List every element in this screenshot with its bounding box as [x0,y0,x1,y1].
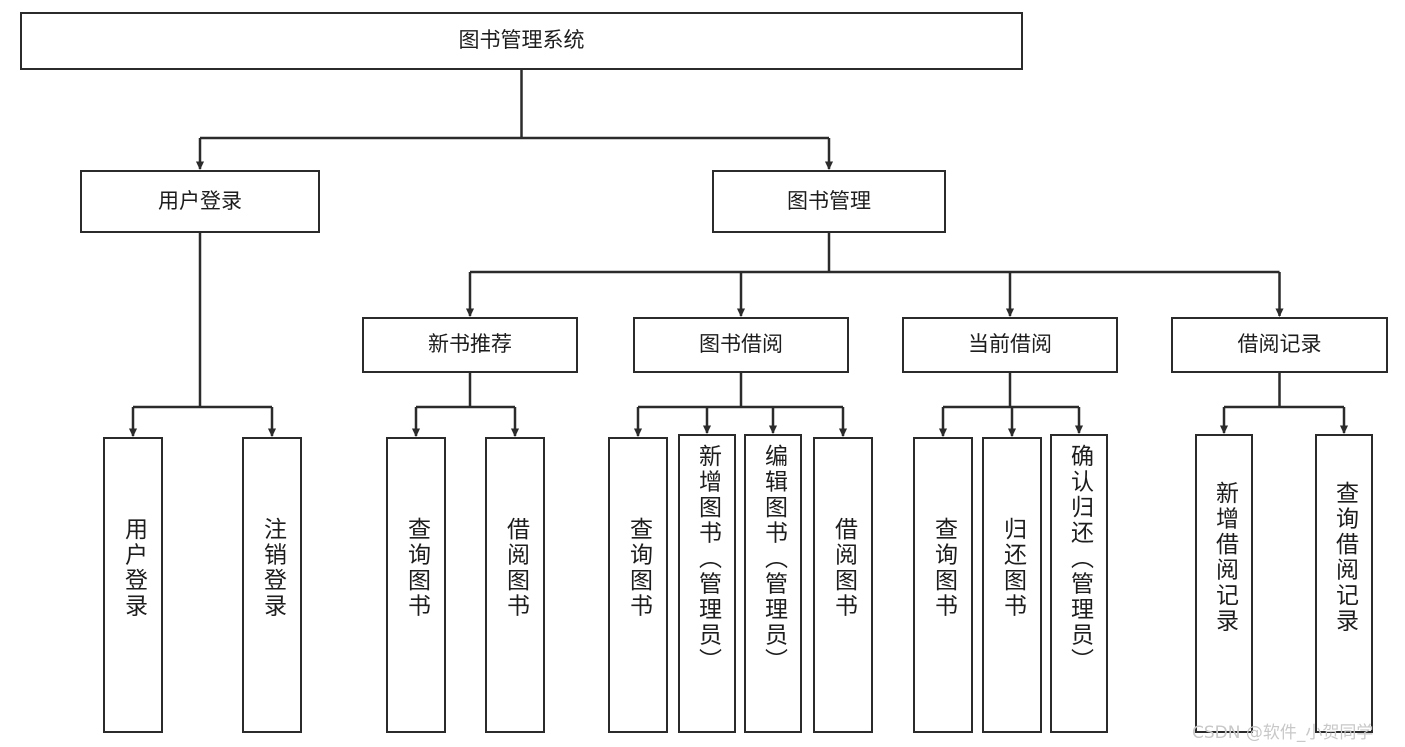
node-current-borrow[interactable]: 当前借阅 [902,317,1118,373]
node-label: 归还图书 [999,517,1026,619]
node-label: 确认归还（管理员） [1066,444,1093,674]
node-label: 当前借阅 [968,332,1052,357]
node-label: 查询借阅记录 [1331,481,1358,634]
node-leaf-edit-book-admin[interactable]: 编辑图书（管理员） [744,434,802,733]
node-book-borrow[interactable]: 图书借阅 [633,317,849,373]
node-user-login[interactable]: 用户登录 [80,170,320,233]
node-leaf-add-record[interactable]: 新增借阅记录 [1195,434,1253,733]
node-label: 用户登录 [120,517,147,619]
node-label: 新增图书（管理员） [694,444,721,674]
node-root[interactable]: 图书管理系统 [20,12,1023,70]
node-label: 编辑图书（管理员） [760,444,787,674]
node-leaf-query-record[interactable]: 查询借阅记录 [1315,434,1373,733]
node-leaf-confirm-return[interactable]: 确认归还（管理员） [1050,434,1108,733]
node-label: 查询图书 [625,517,652,619]
node-label: 注销登录 [259,517,286,619]
connector-group [128,70,1349,438]
node-label: 新书推荐 [428,332,512,357]
node-leaf-borrow-book-2[interactable]: 借阅图书 [813,437,873,733]
node-leaf-add-book-admin[interactable]: 新增图书（管理员） [678,434,736,733]
node-borrow-record[interactable]: 借阅记录 [1171,317,1388,373]
node-new-book-recommend[interactable]: 新书推荐 [362,317,578,373]
node-label: 图书管理 [787,188,871,213]
node-label: 图书借阅 [699,332,783,357]
node-label: 借阅记录 [1237,332,1322,357]
node-leaf-query-book-1[interactable]: 查询图书 [386,437,446,733]
node-leaf-borrow-book-1[interactable]: 借阅图书 [485,437,545,733]
node-label: 查询图书 [930,517,957,619]
node-label: 查询图书 [403,517,430,619]
node-leaf-user-login[interactable]: 用户登录 [103,437,163,733]
node-label: 图书管理系统 [458,28,585,53]
node-label: 借阅图书 [830,517,857,619]
node-label: 用户登录 [158,188,242,213]
node-label: 借阅图书 [502,517,529,619]
node-leaf-return-book[interactable]: 归还图书 [982,437,1042,733]
node-label: 新增借阅记录 [1211,481,1238,634]
node-leaf-query-book-3[interactable]: 查询图书 [913,437,973,733]
node-leaf-user-logout[interactable]: 注销登录 [242,437,302,733]
node-leaf-query-book-2[interactable]: 查询图书 [608,437,668,733]
node-book-manage[interactable]: 图书管理 [712,170,946,233]
